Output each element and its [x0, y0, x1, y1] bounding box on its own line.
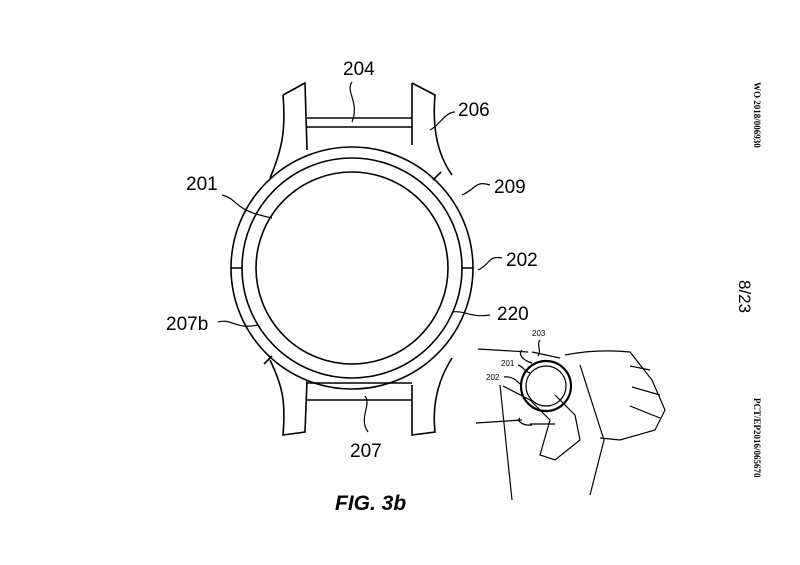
inner-bezel [241, 157, 463, 379]
label-201: 201 [186, 174, 218, 195]
arm-outline [475, 348, 605, 501]
label-206: 206 [458, 100, 490, 121]
top-left-lug [269, 81, 308, 179]
top-right-lug [411, 82, 453, 176]
application-number: PCT/EP2016/065670 [752, 398, 762, 478]
fingers-outline [502, 385, 581, 461]
dial [255, 171, 449, 365]
leader-201 [221, 194, 273, 219]
watch-drawing [217, 81, 503, 436]
bottom-right-lug [411, 357, 453, 436]
label-202: 202 [506, 250, 538, 271]
leader-206 [429, 111, 456, 131]
sheet-number: 8/23 [735, 280, 754, 313]
leader-207b [217, 320, 259, 327]
bezel-segment-marks [231, 171, 473, 365]
inset-label-203: 203 [532, 329, 546, 338]
label-207b: 207b [166, 314, 208, 335]
label-204: 204 [343, 59, 375, 80]
bottom-left-lug [269, 359, 308, 436]
leader-204 [349, 81, 355, 123]
inset-watch-bezel [519, 359, 573, 413]
strap-outline [518, 349, 561, 426]
label-207: 207 [350, 441, 382, 462]
inset-leaders [503, 339, 541, 385]
leader-207 [363, 395, 369, 433]
inset-watch-dial [525, 365, 567, 407]
leader-209 [461, 183, 491, 196]
inset-label-201: 201 [501, 359, 515, 368]
inset-label-202: 202 [486, 373, 500, 382]
figure-caption: FIG. 3b [335, 492, 406, 515]
outer-bezel [230, 146, 474, 390]
leader-220 [451, 311, 491, 317]
label-209: 209 [494, 177, 526, 198]
bottom-strap-bar [307, 382, 412, 401]
inset-wrist-illustration [475, 339, 666, 501]
publication-number: WO 2018/006930 [752, 82, 762, 148]
leader-202 [477, 256, 503, 271]
top-strap-bar [307, 117, 412, 128]
label-220: 220 [497, 304, 529, 325]
hand-outline [564, 350, 666, 441]
